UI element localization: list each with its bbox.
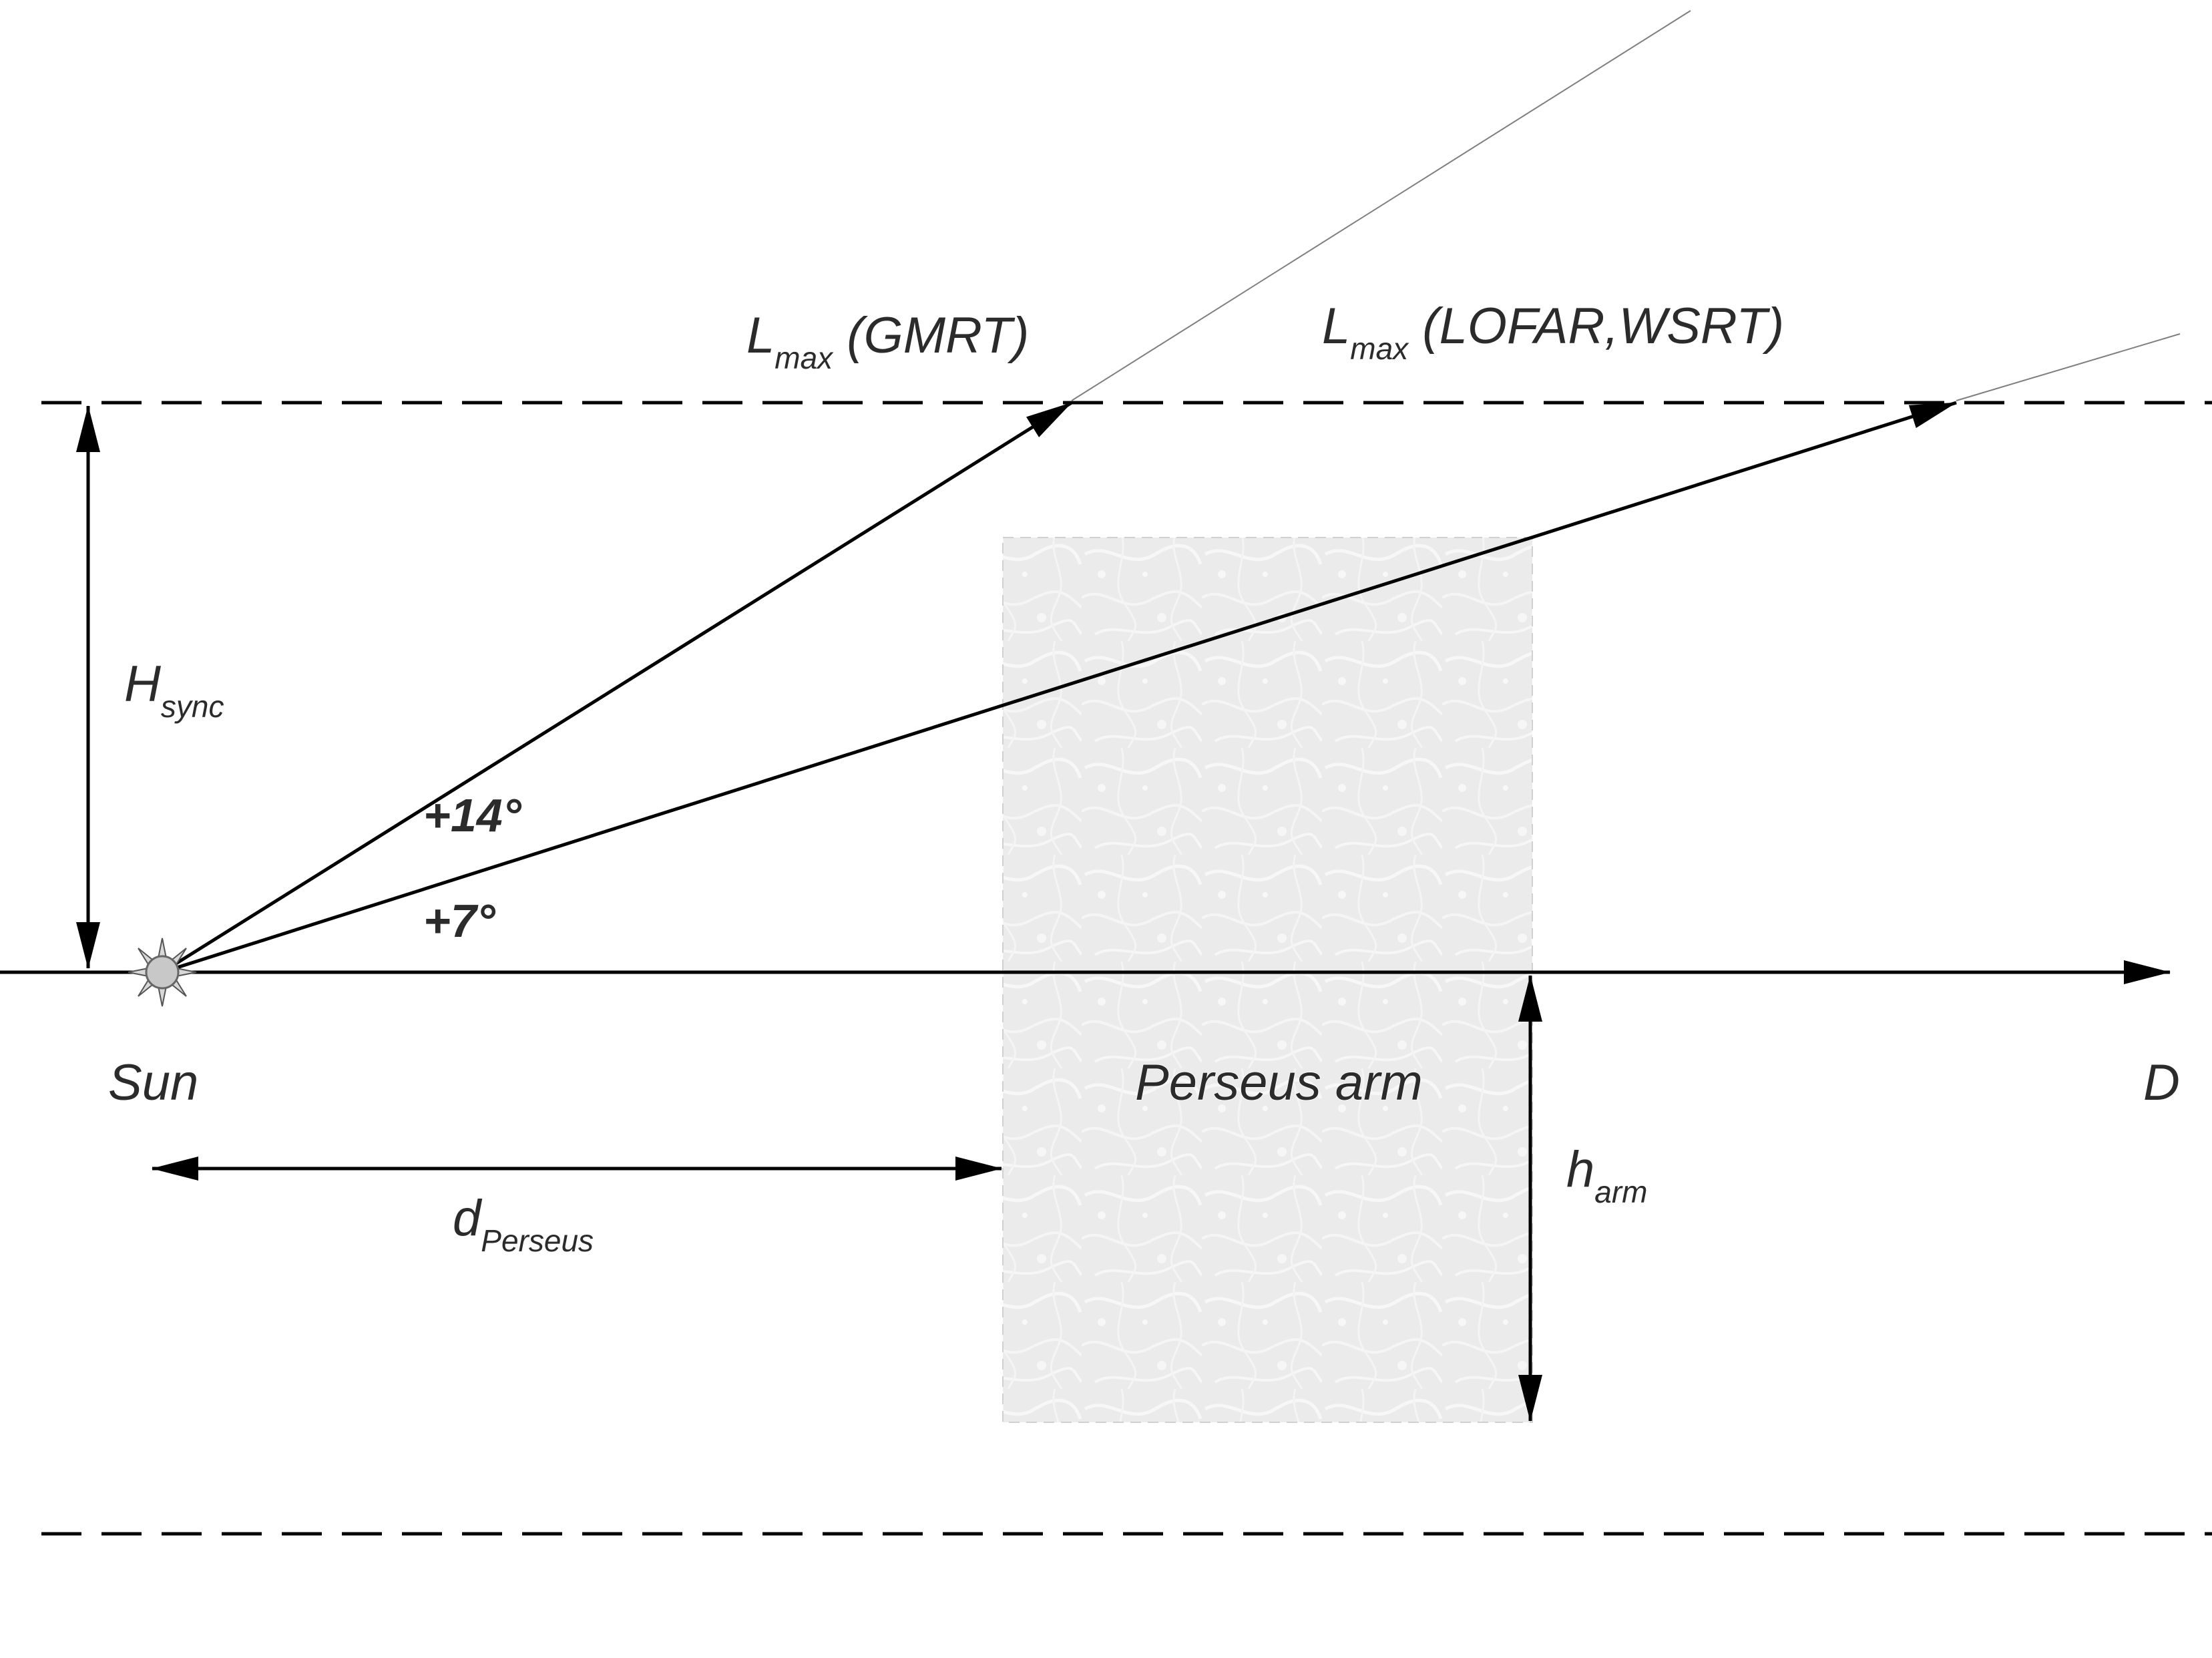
angle-14-label: +14° xyxy=(423,789,522,841)
perseus-arm-region xyxy=(1002,537,1533,1423)
lmax-gmrt-sub: max xyxy=(775,341,834,375)
perseus-arm-label: Perseus arm xyxy=(1135,1054,1423,1111)
lmax-gmrt-rest: (GMRT) xyxy=(833,307,1029,364)
gmrt-sightline-extension xyxy=(1071,10,1691,401)
d-perseus-label: dPerseus xyxy=(453,1190,594,1258)
lmax-lofar-main: L xyxy=(1322,298,1350,355)
h-arm-label: harm xyxy=(1566,1141,1648,1209)
lmax-lofar-label: Lmax (LOFAR,WSRT) xyxy=(1322,298,1784,366)
lofar-sightline-extension xyxy=(1956,333,2181,401)
lmax-gmrt-main: L xyxy=(746,307,775,364)
h-arm-main: h xyxy=(1566,1141,1594,1198)
lmax-gmrt-label: Lmax (GMRT) xyxy=(746,307,1029,375)
h-arm-sub: arm xyxy=(1594,1175,1647,1209)
angle-7-label: +7° xyxy=(423,895,496,947)
d-perseus-main: d xyxy=(453,1190,483,1247)
lofar-sightline-arrow xyxy=(162,401,1957,974)
lmax-lofar-sub: max xyxy=(1350,331,1409,366)
gmrt-sightline-arrow xyxy=(161,401,1073,974)
d-perseus-sub: Perseus xyxy=(481,1223,594,1258)
d-axis-label: D xyxy=(2143,1054,2180,1111)
sun-label: Sun xyxy=(108,1054,198,1111)
h-sync-label: Hsync xyxy=(124,656,224,724)
lmax-lofar-rest: (LOFAR,WSRT) xyxy=(1408,298,1784,355)
sun-icon xyxy=(128,938,197,1007)
h-sync-sub: sync xyxy=(161,689,224,724)
h-sync-main: H xyxy=(124,656,161,712)
